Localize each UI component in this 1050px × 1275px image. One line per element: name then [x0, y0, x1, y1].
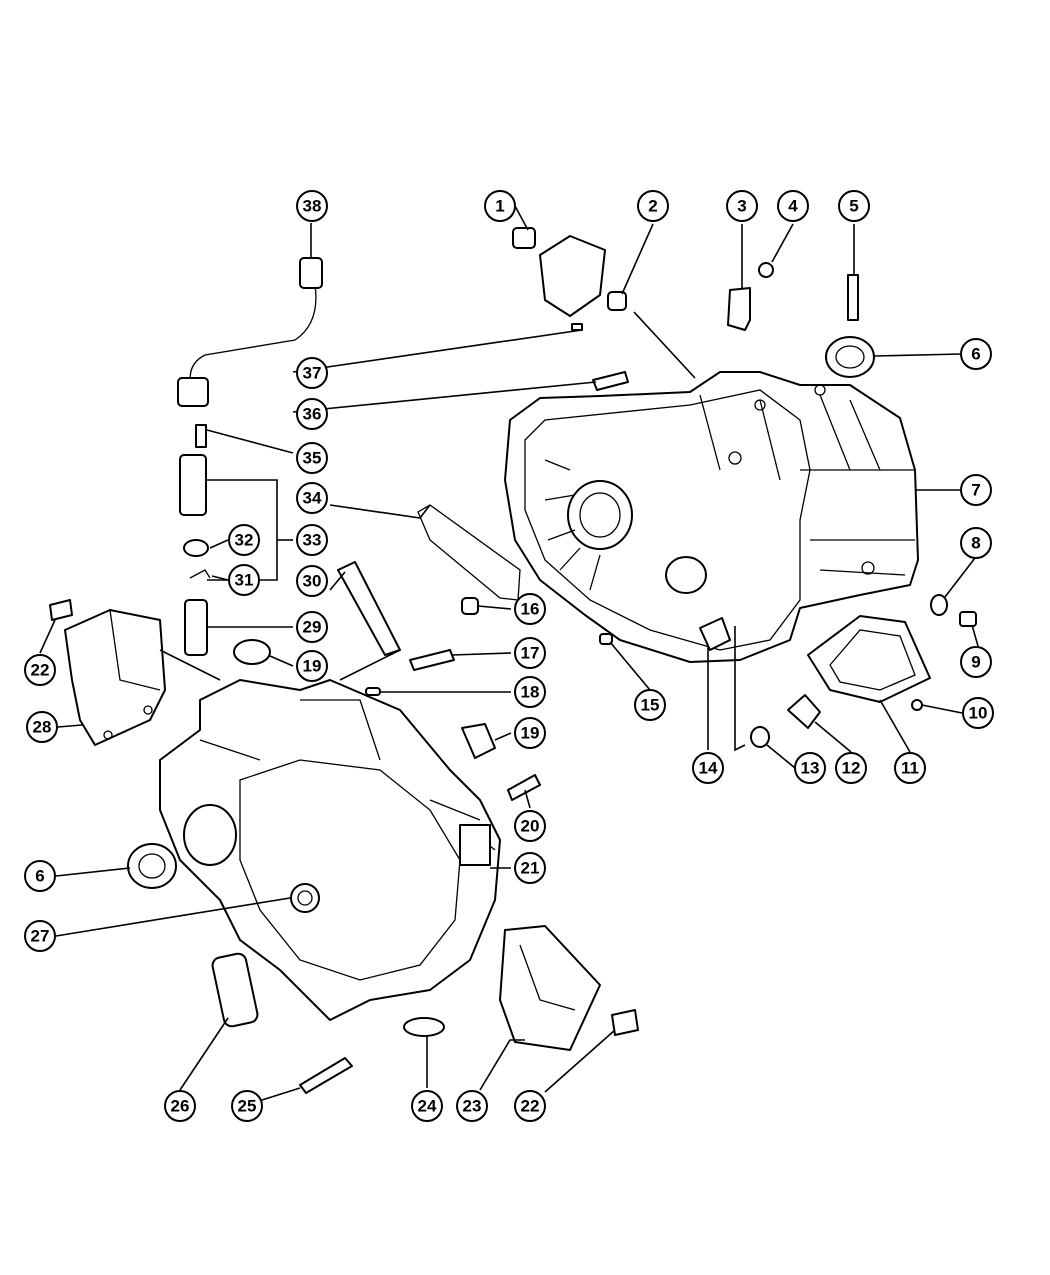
callout-20-label: 20 — [521, 817, 540, 836]
callout-9-label: 9 — [971, 653, 980, 672]
callout-29: 29 — [296, 611, 328, 643]
callout-28-label: 28 — [33, 718, 52, 737]
callout-36: 36 — [296, 398, 328, 430]
callout-24-label: 24 — [418, 1097, 437, 1116]
converter-housing — [159, 679, 501, 1021]
callout-19-left-label: 19 — [303, 657, 322, 676]
callout-23: 23 — [456, 1090, 488, 1122]
callout-33: 33 — [296, 524, 328, 556]
callout-37-label: 37 — [303, 364, 322, 383]
callout-32: 32 — [228, 524, 260, 556]
callout-26: 26 — [164, 1090, 196, 1122]
callout-35-label: 35 — [303, 449, 322, 468]
callout-16: 16 — [514, 593, 546, 625]
callout-1-label: 1 — [495, 197, 504, 216]
callout-5-label: 5 — [849, 197, 858, 216]
callout-22-left-label: 22 — [31, 661, 50, 680]
callouts: 1 2 3 4 5 6 7 8 9 10 11 12 13 14 15 16 1… — [24, 190, 994, 1122]
callout-16-label: 16 — [521, 600, 540, 619]
callout-11: 11 — [894, 752, 926, 784]
pan-cover — [807, 615, 931, 703]
callout-17: 17 — [514, 637, 546, 669]
callout-6-right-label: 6 — [971, 345, 980, 364]
callout-30-label: 30 — [303, 572, 322, 591]
callout-11-label: 11 — [901, 759, 919, 778]
callout-36-label: 36 — [303, 405, 322, 424]
callout-21: 21 — [514, 852, 546, 884]
callout-25-label: 25 — [238, 1097, 257, 1116]
callout-18-label: 18 — [521, 683, 540, 702]
callout-33-label: 33 — [303, 531, 322, 550]
callout-8: 8 — [960, 527, 992, 559]
mount-bracket-left — [64, 609, 166, 746]
callout-19-right: 19 — [514, 717, 546, 749]
callout-12-label: 12 — [842, 759, 861, 778]
transaxle-case — [504, 371, 919, 663]
mount-bracket-right — [499, 925, 601, 1051]
callout-34: 34 — [296, 482, 328, 514]
callout-3-label: 3 — [737, 197, 746, 216]
callout-1: 1 — [484, 190, 516, 222]
callout-30: 30 — [296, 565, 328, 597]
callout-12: 12 — [835, 752, 867, 784]
leader-lines — [39, 205, 979, 1101]
callout-17-label: 17 — [521, 644, 540, 663]
callout-18: 18 — [514, 676, 546, 708]
callout-34-label: 34 — [303, 489, 322, 508]
callout-7: 7 — [960, 474, 992, 506]
callout-13: 13 — [794, 752, 826, 784]
callout-5: 5 — [838, 190, 870, 222]
callout-38: 38 — [296, 190, 328, 222]
callout-20: 20 — [514, 810, 546, 842]
callout-28: 28 — [26, 711, 58, 743]
callout-27: 27 — [24, 920, 56, 952]
callout-10-label: 10 — [969, 704, 988, 723]
callout-15: 15 — [634, 689, 666, 721]
callout-10: 10 — [962, 697, 994, 729]
callout-24: 24 — [411, 1090, 443, 1122]
callout-26-label: 26 — [171, 1097, 190, 1116]
callout-9: 9 — [960, 646, 992, 678]
callout-4-label: 4 — [788, 197, 798, 216]
callout-38-label: 38 — [303, 197, 322, 216]
callout-22-left: 22 — [24, 654, 56, 686]
callout-31: 31 — [228, 564, 260, 596]
callout-37: 37 — [296, 357, 328, 389]
callout-25: 25 — [231, 1090, 263, 1122]
callout-27-label: 27 — [31, 927, 50, 946]
callout-7-label: 7 — [971, 481, 980, 500]
callout-19-right-label: 19 — [521, 724, 540, 743]
callout-3: 3 — [726, 190, 758, 222]
callout-22-bottom-label: 22 — [521, 1097, 540, 1116]
callout-6-left: 6 — [24, 860, 56, 892]
callout-23-label: 23 — [463, 1097, 482, 1116]
callout-2-label: 2 — [648, 197, 657, 216]
callout-19-left: 19 — [296, 650, 328, 682]
callout-32-label: 32 — [235, 531, 254, 550]
callout-6-right: 6 — [960, 338, 992, 370]
callout-14: 14 — [692, 752, 724, 784]
callout-4: 4 — [777, 190, 809, 222]
callout-15-label: 15 — [641, 696, 660, 715]
callout-29-label: 29 — [303, 618, 322, 637]
small-parts — [49, 227, 977, 1094]
callout-35: 35 — [296, 442, 328, 474]
callout-2: 2 — [637, 190, 669, 222]
callout-22-bottom: 22 — [514, 1090, 546, 1122]
callout-6-left-label: 6 — [35, 867, 44, 886]
callout-14-label: 14 — [699, 759, 718, 778]
callout-31-label: 31 — [235, 571, 254, 590]
callout-21-label: 21 — [521, 859, 540, 878]
callout-13-label: 13 — [801, 759, 820, 778]
callout-8-label: 8 — [971, 534, 980, 553]
